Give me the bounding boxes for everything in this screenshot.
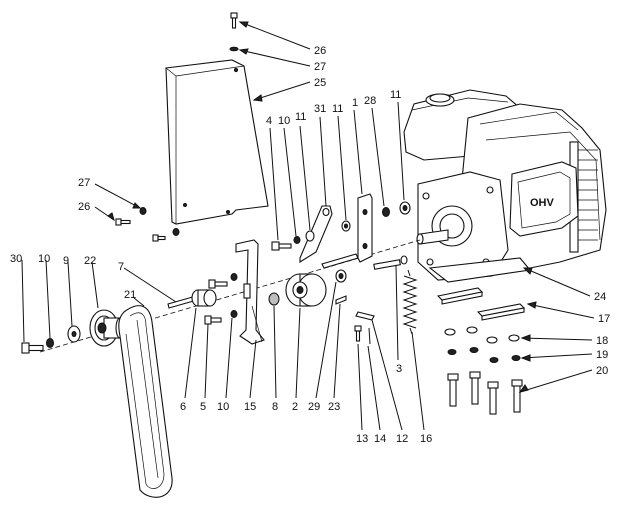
label-24: 24 [594,291,606,303]
label-10-bottom: 10 [217,401,229,413]
engine-logo: OHV [530,197,555,209]
label-5: 5 [200,401,206,413]
label-15: 15 [244,401,256,413]
cotter-pin [368,327,371,345]
tension-spring [402,269,418,335]
label-27-top: 27 [314,61,326,73]
upper-bolt [271,241,292,251]
leader-lines [21,21,595,431]
bracket-nut-lower [230,310,238,318]
engine: OHV [403,89,607,283]
label-12: 12 [396,433,408,445]
lock-washers [447,347,521,363]
flat-washers [444,326,520,344]
label-10-left: 10 [38,253,50,265]
label-19: 19 [596,349,608,361]
label-11-b: 11 [332,103,343,115]
label-8: 8 [272,401,278,413]
upper-lockwasher [293,236,301,244]
label-23: 23 [328,401,340,413]
top-washer [229,46,239,52]
label-20: 20 [596,365,608,377]
label-2: 2 [292,401,298,413]
belt-guard-cover [165,59,269,225]
label-29: 29 [308,401,320,413]
label-3: 3 [396,363,402,375]
label-17: 17 [598,313,610,325]
bracket-nut-upper [230,273,238,281]
bracket-bolt-lower [204,315,222,325]
label-14: 14 [374,433,386,445]
upper-flatwasher [305,230,315,242]
label-26-left: 26 [78,201,90,213]
stud-bolt [373,255,408,270]
label-18: 18 [596,335,608,347]
clevis-pin [354,325,362,342]
mounting-bolts [447,371,523,415]
label-10-top: 10 [278,115,290,127]
label-22: 22 [84,255,96,267]
pulley-bolt [21,342,44,354]
spacer [191,289,217,307]
label-27-left: 27 [78,177,90,189]
label-11-c: 11 [390,89,401,101]
label-31: 31 [314,103,326,115]
label-7: 7 [118,261,124,273]
label-4: 4 [266,115,272,127]
lock-washer [46,338,54,348]
label-25: 25 [314,77,326,89]
v-belt [118,305,173,498]
label-21: 21 [124,289,136,301]
small-nut [172,228,180,236]
arrowheads [107,21,537,393]
left-screw [115,218,131,226]
top-screw [230,12,238,29]
label-16: 16 [420,433,432,445]
label-9: 9 [63,255,69,267]
idler-pulley [285,273,327,307]
mounting-spacer-plates [436,287,526,321]
label-11-a: 11 [295,111,306,123]
engine-pulley [89,309,125,347]
idler-nut [268,292,280,306]
hairpin-clip [355,311,375,321]
label-1: 1 [352,97,358,109]
control-bracket [299,205,333,263]
label-13: 13 [356,433,368,445]
label-30: 30 [10,253,22,265]
callout-labels: 26 27 25 27 26 30 10 9 22 7 21 6 5 10 15… [10,45,610,445]
label-26-top: 26 [314,45,326,57]
left-washer [139,207,147,215]
label-28: 28 [364,95,376,107]
small-bolt [152,234,166,242]
bracket-bolt-upper [208,279,228,289]
idler-bracket [235,239,265,345]
engine-nut [382,207,390,217]
mounting-plate [357,193,373,263]
label-6: 6 [180,401,186,413]
